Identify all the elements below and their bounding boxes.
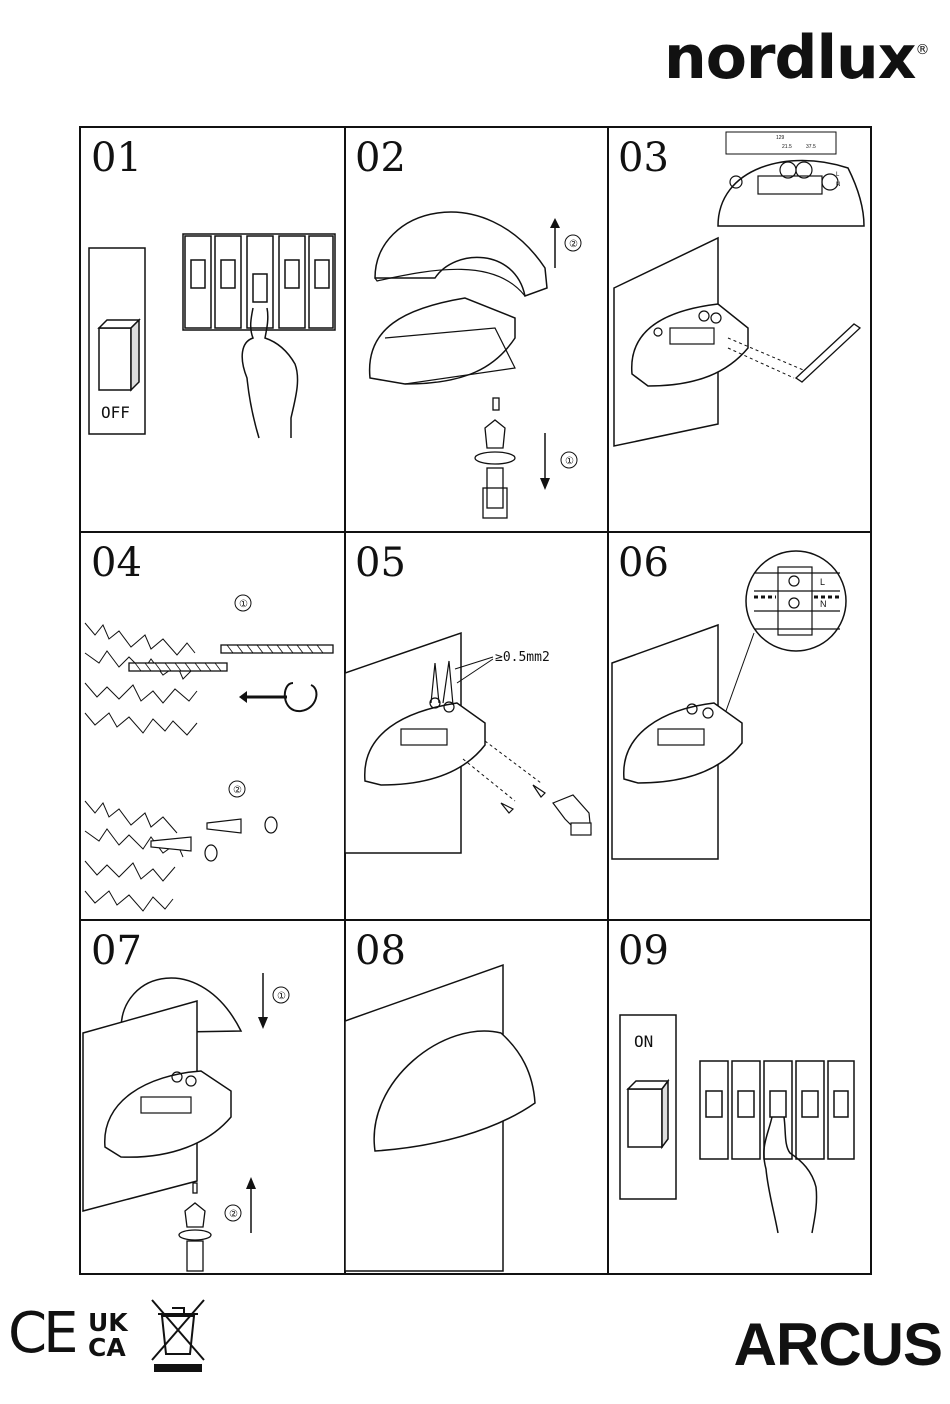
arrow-mark: ② bbox=[229, 1209, 238, 1220]
dim-label: 37.5 bbox=[806, 144, 816, 150]
ukca-top: UK bbox=[88, 1310, 148, 1335]
dim-label: 129 bbox=[776, 135, 785, 141]
finished-fixture-illustration bbox=[345, 921, 607, 1275]
step-04-panel: 04 ① ② bbox=[81, 533, 344, 919]
product-name: ARCUS bbox=[734, 1310, 942, 1380]
ukca-mark: UK CA bbox=[88, 1310, 148, 1360]
step-mark: ① bbox=[239, 599, 248, 610]
wire-spec: ≥0.5mm2 bbox=[495, 650, 550, 665]
step-03-panel: 03 129 21.5 37.5 L N bbox=[608, 128, 872, 531]
cover-removal-illustration: ② ① bbox=[345, 128, 607, 531]
switch-label: ON bbox=[634, 1032, 653, 1051]
terminal-label: L bbox=[820, 577, 825, 587]
arrow-mark: ② bbox=[569, 239, 578, 250]
ce-mark: CE bbox=[8, 1304, 74, 1364]
step-mark: ② bbox=[233, 785, 242, 796]
wiring-mount-illustration: ≥0.5mm2 bbox=[345, 533, 607, 919]
step-08-panel: 08 bbox=[345, 921, 607, 1275]
arrow-mark: ① bbox=[565, 456, 574, 467]
switch-off-illustration: OFF bbox=[81, 128, 344, 531]
instruction-grid: 01 OFF 02 bbox=[79, 126, 872, 1275]
certification-marks: CE UK CA bbox=[8, 1296, 208, 1376]
dim-label: 21.5 bbox=[782, 144, 792, 150]
step-06-panel: 06 L N bbox=[608, 533, 872, 919]
step-02-panel: 02 ② ① bbox=[345, 128, 607, 531]
cover-attach-illustration: ① ② bbox=[81, 921, 344, 1275]
brand-logo: nordlux® bbox=[664, 18, 942, 98]
step-05-panel: 05 ≥0.5mm2 bbox=[345, 533, 607, 919]
arrow-mark: ① bbox=[277, 991, 286, 1002]
registered-mark: ® bbox=[915, 42, 928, 58]
step-07-panel: 07 ① ② bbox=[81, 921, 344, 1275]
terminal-label: N bbox=[836, 182, 840, 188]
switch-on-illustration: ON bbox=[608, 921, 872, 1275]
ukca-bottom: CA bbox=[88, 1335, 148, 1360]
terminal-label: N bbox=[820, 599, 827, 609]
step-09-panel: 09 ON bbox=[608, 921, 872, 1275]
weee-bin-icon bbox=[148, 1296, 208, 1376]
step-01-panel: 01 OFF bbox=[81, 128, 344, 531]
drilling-illustration: ① ② bbox=[81, 533, 344, 919]
terminal-connection-illustration: L N bbox=[608, 533, 872, 919]
drill-marking-illustration: 129 21.5 37.5 L N bbox=[608, 128, 872, 531]
brand-name: nordlux bbox=[664, 23, 915, 93]
switch-label: OFF bbox=[101, 403, 130, 422]
